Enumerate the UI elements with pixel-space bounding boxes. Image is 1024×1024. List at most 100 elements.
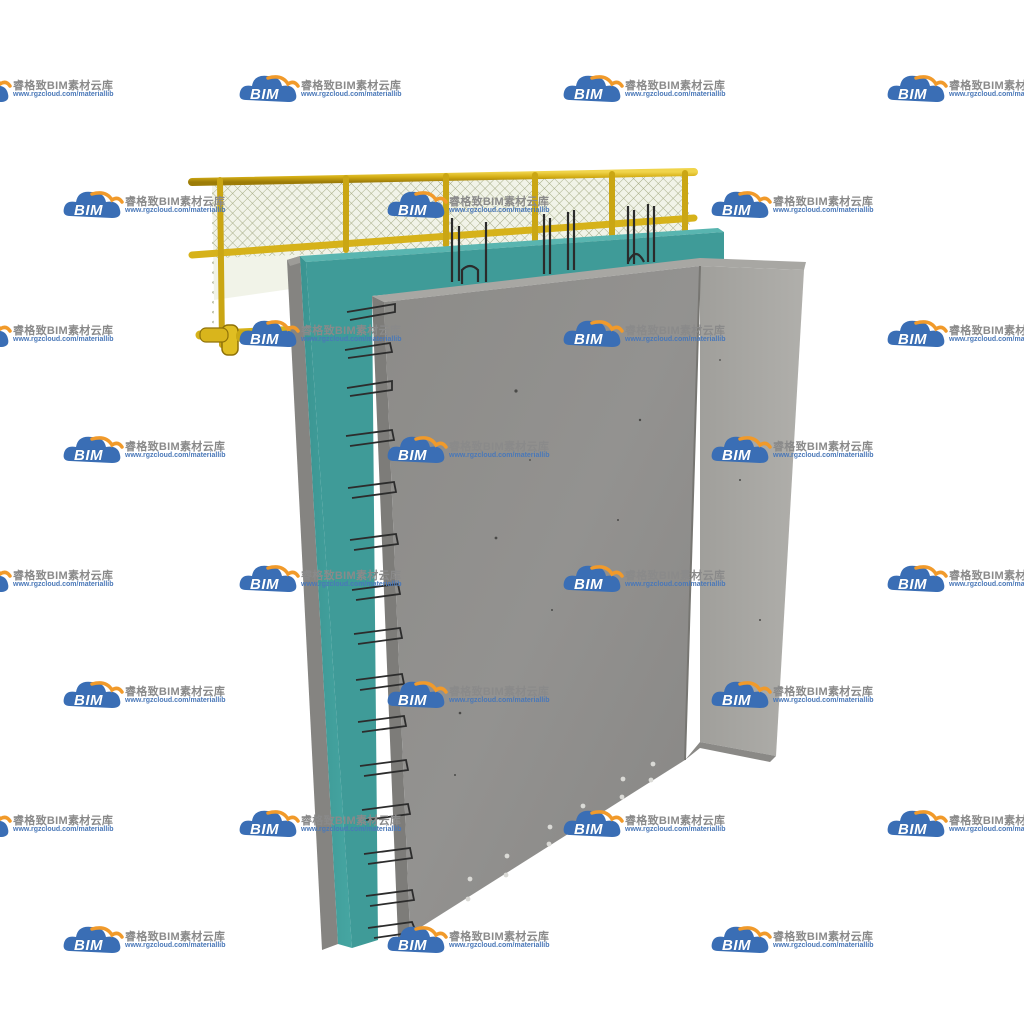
watermark-brand: 睿格致BIM素材云库 <box>773 441 874 453</box>
watermark-url: www.rgzcloud.com/materiallib <box>949 826 1024 833</box>
watermark-url: www.rgzcloud.com/materiallib <box>13 581 114 588</box>
watermark: BIM 睿格致BIM素材云库 www.rgzcloud.com/material… <box>562 805 732 845</box>
watermark: BIM 睿格致BIM素材云库 www.rgzcloud.com/material… <box>62 431 232 471</box>
watermark-brand: 睿格致BIM素材云库 <box>125 686 226 698</box>
watermark-url: www.rgzcloud.com/materiallib <box>301 826 402 833</box>
watermark-logo-text: BIM <box>74 692 103 709</box>
watermark-url: www.rgzcloud.com/materiallib <box>125 697 226 704</box>
outer-concrete-leaf <box>287 256 338 950</box>
watermark-brand: 睿格致BIM素材云库 <box>301 80 402 92</box>
watermark: BIM 睿格致BIM素材云库 www.rgzcloud.com/material… <box>386 676 556 716</box>
cloud-logo-icon <box>563 320 624 347</box>
watermark-logo-text: BIM <box>250 86 279 103</box>
insulation-layer <box>300 228 724 948</box>
watermark-logo-text: BIM <box>398 447 427 464</box>
watermark: BIM 睿格致BIM素材云库 www.rgzcloud.com/material… <box>562 315 732 355</box>
inner-panel-face <box>384 266 700 934</box>
cloud-logo-icon <box>63 191 124 218</box>
watermark-brand: 睿格致BIM素材云库 <box>13 80 114 92</box>
watermark-url: www.rgzcloud.com/materiallib <box>13 826 114 833</box>
cloud-logo-icon <box>0 325 12 347</box>
watermark-brand: 睿格致BIM素材云库 <box>625 80 726 92</box>
watermark-logo-text: BIM <box>398 692 427 709</box>
watermark-url: www.rgzcloud.com/materiallib <box>625 581 726 588</box>
watermark-logo-text: BIM <box>722 202 751 219</box>
cloud-logo-icon <box>239 75 300 102</box>
watermark: BIM 睿格致BIM素材云库 www.rgzcloud.com/material… <box>238 805 408 845</box>
watermark-brand: 睿格致BIM素材云库 <box>949 325 1024 337</box>
watermark-logo-text: BIM <box>398 202 427 219</box>
watermark-url: www.rgzcloud.com/materiallib <box>449 452 550 459</box>
watermark-logo-text: BIM <box>74 202 103 219</box>
watermark-url: www.rgzcloud.com/materiallib <box>125 942 226 949</box>
watermark-brand: 睿格致BIM素材云库 <box>449 931 550 943</box>
watermark: BIM 睿格致BIM素材云库 www.rgzcloud.com/material… <box>62 921 232 961</box>
watermark-url: www.rgzcloud.com/materiallib <box>13 336 114 343</box>
watermark: BIM 睿格致BIM素材云库 www.rgzcloud.com/material… <box>238 70 408 110</box>
watermark: BIM 睿格致BIM素材云库 www.rgzcloud.com/material… <box>238 315 408 355</box>
cloud-logo-icon <box>711 681 772 708</box>
watermark-logo-text: BIM <box>898 576 927 593</box>
watermark-logo-text: BIM <box>722 937 751 954</box>
top-rebar-loops <box>450 204 656 284</box>
watermark-logo-text: BIM <box>398 937 427 954</box>
watermark-url: www.rgzcloud.com/materiallib <box>949 581 1024 588</box>
watermark-logo-text: BIM <box>574 86 603 103</box>
watermark-url: www.rgzcloud.com/materiallib <box>125 207 226 214</box>
watermark: BIM 睿格致BIM素材云库 www.rgzcloud.com/material… <box>62 676 232 716</box>
cloud-logo-icon <box>887 565 948 592</box>
watermark-brand: 睿格致BIM素材云库 <box>125 931 226 943</box>
watermark-logo-text: BIM <box>722 692 751 709</box>
watermark: BIM 睿格致BIM素材云库 www.rgzcloud.com/material… <box>886 70 1024 110</box>
watermark-url: www.rgzcloud.com/materiallib <box>301 336 402 343</box>
cloud-logo-icon <box>711 191 772 218</box>
watermark-brand: 睿格致BIM素材云库 <box>13 815 114 827</box>
watermark-url: www.rgzcloud.com/materiallib <box>773 942 874 949</box>
watermark-brand: 睿格致BIM素材云库 <box>773 931 874 943</box>
cloud-logo-icon <box>0 80 12 102</box>
cloud-logo-icon <box>387 191 448 218</box>
watermark-url: www.rgzcloud.com/materiallib <box>625 336 726 343</box>
cloud-logo-icon <box>387 436 448 463</box>
watermark-url: www.rgzcloud.com/materiallib <box>301 581 402 588</box>
watermark: BIM 睿格致BIM素材云库 www.rgzcloud.com/material… <box>0 70 120 110</box>
watermark-brand: 睿格致BIM素材云库 <box>301 815 402 827</box>
cloud-logo-icon <box>63 681 124 708</box>
watermark-url: www.rgzcloud.com/materiallib <box>301 91 402 98</box>
watermark-logo-text: BIM <box>574 576 603 593</box>
cloud-logo-icon <box>711 436 772 463</box>
watermark: BIM 睿格致BIM素材云库 www.rgzcloud.com/material… <box>710 921 880 961</box>
watermark-logo-text: BIM <box>74 447 103 464</box>
watermark-brand: 睿格致BIM素材云库 <box>625 325 726 337</box>
watermark: BIM 睿格致BIM素材云库 www.rgzcloud.com/material… <box>710 676 880 716</box>
watermark-url: www.rgzcloud.com/materiallib <box>625 91 726 98</box>
cloud-logo-icon <box>887 810 948 837</box>
guardrail-mesh <box>212 173 690 335</box>
watermark-logo-text: BIM <box>722 447 751 464</box>
watermark-brand: 睿格致BIM素材云库 <box>125 196 226 208</box>
watermark-brand: 睿格致BIM素材云库 <box>949 80 1024 92</box>
watermark: BIM 睿格致BIM素材云库 www.rgzcloud.com/material… <box>562 560 732 600</box>
watermark-url: www.rgzcloud.com/materiallib <box>449 207 550 214</box>
watermark-brand: 睿格致BIM素材云库 <box>625 570 726 582</box>
watermark-logo-text: BIM <box>74 937 103 954</box>
watermark: BIM 睿格致BIM素材云库 www.rgzcloud.com/material… <box>0 560 120 600</box>
watermark-brand: 睿格致BIM素材云库 <box>949 570 1024 582</box>
watermark: BIM 睿格致BIM素材云库 www.rgzcloud.com/material… <box>238 560 408 600</box>
watermark-url: www.rgzcloud.com/materiallib <box>949 336 1024 343</box>
watermark-url: www.rgzcloud.com/materiallib <box>773 697 874 704</box>
watermark-brand: 睿格致BIM素材云库 <box>301 325 402 337</box>
watermark-brand: 睿格致BIM素材云库 <box>13 570 114 582</box>
watermark-logo-text: BIM <box>574 331 603 348</box>
watermark-url: www.rgzcloud.com/materiallib <box>773 452 874 459</box>
watermark-brand: 睿格致BIM素材云库 <box>301 570 402 582</box>
watermark-brand: 睿格致BIM素材云库 <box>773 196 874 208</box>
watermark-logo-text: BIM <box>898 86 927 103</box>
watermark-brand: 睿格致BIM素材云库 <box>773 686 874 698</box>
watermark-logo-text: BIM <box>250 331 279 348</box>
cloud-logo-icon <box>239 320 300 347</box>
watermark-logo-text: BIM <box>898 821 927 838</box>
watermark: BIM 睿格致BIM素材云库 www.rgzcloud.com/material… <box>62 186 232 226</box>
watermark-logo-text: BIM <box>898 331 927 348</box>
cloud-logo-icon <box>239 565 300 592</box>
